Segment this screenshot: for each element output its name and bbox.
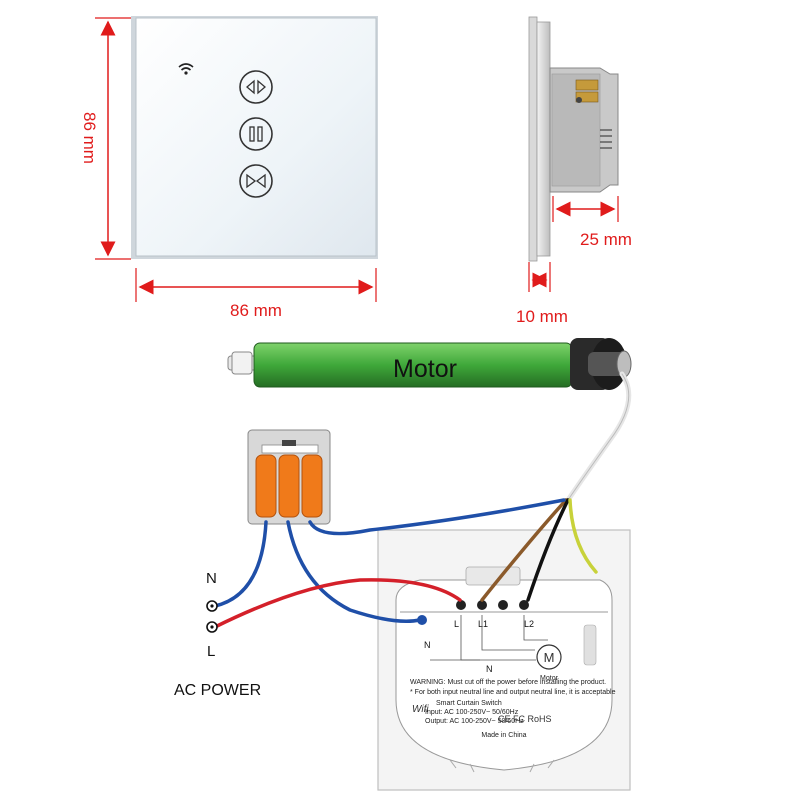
motor-symbol: M Motor bbox=[536, 644, 562, 682]
terminal-l2-label: L2 bbox=[524, 619, 534, 629]
cert-marks: CE FC RoHS bbox=[498, 714, 552, 724]
red-l-wire bbox=[213, 578, 462, 629]
output-rating: Output: AC 100-250V~ 50/60Hz bbox=[425, 718, 524, 725]
ground-wire bbox=[568, 498, 598, 574]
depth-dimension: 25 mm bbox=[552, 196, 632, 249]
back-panel: L L1 L2 N N M Motor WARNING: Must cut of… bbox=[377, 529, 631, 791]
l-terminal-icon bbox=[206, 621, 218, 633]
width-dimension: 86 mm bbox=[135, 268, 377, 320]
motor-symbol-letter: M bbox=[544, 650, 555, 665]
depth-label: 25 mm bbox=[580, 230, 632, 249]
made-in-label: Made in China bbox=[481, 732, 526, 739]
blue-motor-wire bbox=[308, 498, 566, 536]
side-n-label: N bbox=[424, 640, 431, 650]
motor-label: Motor bbox=[393, 355, 457, 383]
open-button[interactable] bbox=[239, 70, 273, 104]
tubular-motor: Motor bbox=[227, 338, 632, 390]
wago-connector bbox=[247, 429, 331, 525]
power-n-label: N bbox=[206, 570, 217, 587]
width-label: 86 mm bbox=[230, 301, 282, 320]
curtain-close-icon bbox=[246, 173, 266, 189]
input-rating: Input: AC 100-250V~ 50/60Hz bbox=[425, 709, 519, 716]
motor-cable bbox=[565, 371, 632, 503]
close-button[interactable] bbox=[239, 164, 273, 198]
wiring bbox=[213, 371, 632, 629]
ac-power: N L AC POWER bbox=[174, 570, 261, 699]
pause-button[interactable] bbox=[239, 117, 273, 151]
thickness-dimension: 10 mm bbox=[516, 262, 568, 326]
n-terminal-icon bbox=[206, 600, 218, 612]
terminal-l1-label: L1 bbox=[478, 619, 488, 629]
thickness-label: 10 mm bbox=[516, 307, 568, 326]
neutral-label: N bbox=[486, 664, 493, 674]
warning-text: WARNING: Must cut off the power before i… bbox=[410, 679, 606, 686]
front-panel bbox=[131, 16, 378, 259]
height-dimension: 86 mm bbox=[80, 17, 131, 260]
wifi-icon bbox=[178, 63, 194, 75]
power-l-label: L bbox=[207, 643, 215, 660]
brand-label: Wifi bbox=[412, 704, 429, 715]
black-wire bbox=[526, 498, 570, 602]
pause-icon bbox=[249, 126, 263, 142]
curtain-open-icon bbox=[246, 79, 266, 95]
side-profile bbox=[528, 16, 619, 262]
ac-power-label: AC POWER bbox=[174, 682, 261, 699]
neutral-note: * For both input neutral line and output… bbox=[410, 689, 616, 696]
product-name: Smart Curtain Switch bbox=[436, 700, 502, 707]
height-label: 86 mm bbox=[80, 112, 99, 164]
brown-wire bbox=[480, 498, 568, 602]
blue-switch-n-wire bbox=[286, 520, 422, 623]
terminal-l-label: L bbox=[454, 619, 459, 629]
blue-n-wire bbox=[213, 520, 268, 608]
motor-symbol-caption: Motor bbox=[540, 675, 559, 682]
